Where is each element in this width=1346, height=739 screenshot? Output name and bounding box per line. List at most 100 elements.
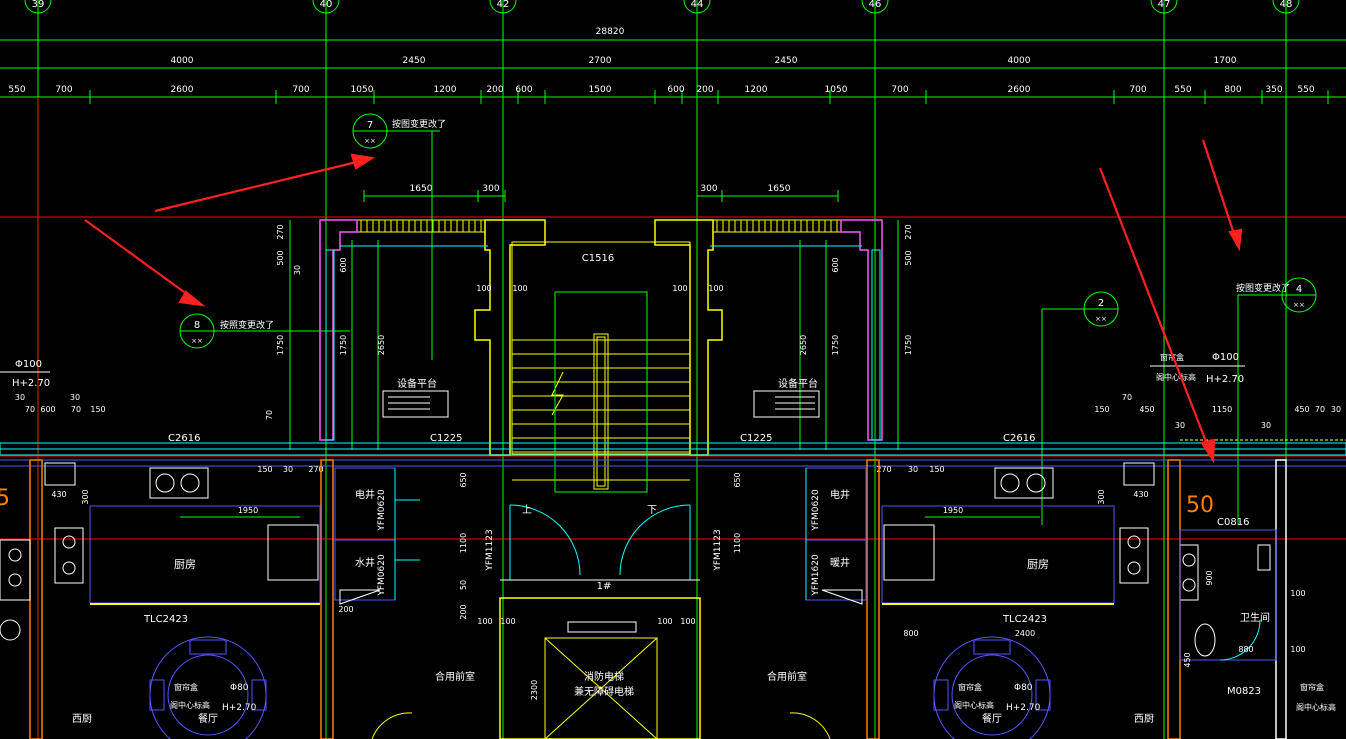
dim-270-r2: 270 [876, 465, 891, 474]
window-c0816: C0816 [1217, 517, 1249, 528]
stair-down-label: 下 [647, 505, 657, 516]
dim-100-c1: 100 [476, 284, 491, 293]
dim-row3-1: 550 [8, 85, 25, 95]
axis-grid [37, 0, 1287, 739]
dim-row3-4: 700 [292, 85, 309, 95]
elevator-label-1: 消防电梯 [584, 670, 624, 683]
stair-outline [554, 291, 648, 493]
corridor-doors: 上 下 1# YFM1123 YFM1123 [485, 504, 723, 592]
dim-row3-11: 200 [696, 85, 713, 95]
dim-row2-6: 1700 [1214, 56, 1237, 66]
lobby-right-label: 合用前室 [767, 670, 807, 683]
callout-8[interactable]: 8 ×× 按照变更改了 [179, 313, 350, 349]
dim-l70b: 70 [71, 405, 81, 414]
kitchen-left: 厨房 1950 TLC2423 [89, 467, 321, 625]
dim-100-r3: 100 [1290, 645, 1305, 654]
dim-l600: 600 [40, 405, 55, 414]
dim-r450: 450 [1139, 405, 1154, 414]
door-yfm-right-2: YFM1620 [811, 554, 821, 597]
dim-650-r: 650 [733, 472, 742, 487]
dining-right-label: 餐厅 [982, 712, 1002, 725]
left-edge-fixtures [0, 462, 84, 641]
dim-l30b: 30 [70, 393, 80, 402]
dim-900: 900 [1205, 570, 1214, 585]
dim-1950-r: 1950 [943, 506, 963, 515]
elevator-label-2: 兼无障碍电梯 [574, 685, 634, 698]
window-c2616-left: C2616 [168, 433, 200, 444]
stair-up-label: 上 [522, 504, 532, 516]
fire-elevator: 消防电梯 兼无障碍电梯 2300 [499, 597, 701, 739]
dim-row3-3: 2600 [171, 85, 194, 95]
window-tlc-left: TLC2423 [143, 614, 188, 625]
dim-row3-15: 2600 [1008, 85, 1031, 95]
door-yfm-left-2: YFM0620 [377, 554, 387, 597]
dim-v-270-r: 270 [904, 224, 913, 239]
dim-row2-3: 2700 [589, 56, 612, 66]
dim-v-2650-r: 2650 [799, 335, 808, 355]
dim-row2-2: 2450 [403, 56, 426, 66]
dim-200-c: 200 [459, 604, 468, 619]
dim-v-270-l: 270 [276, 224, 285, 239]
lamp-center-note-right: 阁中心标高 [1156, 372, 1196, 382]
platform-inner-lines [325, 245, 881, 441]
dim-row3-14: 700 [891, 85, 908, 95]
dim-r30c: 30 [1331, 405, 1341, 414]
callout-4[interactable]: 4 ×× 按图变更改了 [1236, 277, 1317, 525]
window-c1225-left: C1225 [430, 433, 462, 444]
lamp-dr-label: 窗帘盒 [958, 682, 982, 692]
lobby-left-label: 合用前室 [435, 670, 475, 683]
dim-1100-c: 1100 [459, 533, 468, 553]
dim-2400: 2400 [1015, 629, 1035, 638]
door-yfm-center-1: YFM1123 [485, 529, 495, 571]
dim-1100-r: 1100 [733, 533, 742, 553]
bath-label: 卫生间 [1240, 611, 1270, 624]
callout-7-note: 按图变更改了 [392, 118, 446, 130]
annotation-arrows [84, 139, 1243, 464]
callout-7-number: 7 [367, 120, 373, 131]
dim-r30b: 30 [1261, 421, 1271, 430]
west-kitchen-right: 西厨 [1134, 713, 1154, 725]
dim-100-c2: 100 [512, 284, 527, 293]
equip-platform-left-label: 设备平台 [397, 377, 437, 390]
door-yfm-center-2: YFM1123 [713, 529, 723, 571]
stair-number: 1# [597, 581, 612, 592]
dim-upper-right-1: 300 [700, 184, 717, 194]
dim-row3-5: 1050 [351, 85, 374, 95]
dim-upper-right-2: 1650 [768, 184, 791, 194]
window-c1516: C1516 [582, 253, 614, 264]
dim-v-1750-r2: 1750 [904, 335, 913, 355]
elec-well-left: 电井 [355, 488, 375, 501]
dim-100-c3: 100 [672, 284, 687, 293]
callout-7-sub: ×× [364, 137, 376, 145]
dim-row3-17: 550 [1174, 85, 1191, 95]
dim-r70: 70 [1122, 393, 1132, 402]
callout-7[interactable]: 7 ×× 按图变更改了 [352, 113, 446, 360]
axis-label-39: 39 [32, 0, 45, 10]
dim-row3-9: 1500 [589, 85, 612, 95]
callout-2-number: 2 [1098, 298, 1104, 309]
dim-v-600-r: 600 [831, 257, 840, 272]
dim-v-30-l: 30 [293, 265, 302, 275]
dining-elev-r: H+2.70 [1006, 703, 1041, 713]
dim-l150: 150 [90, 405, 105, 414]
callout-2[interactable]: 2 ×× [1041, 291, 1119, 525]
water-well: 水井 [355, 556, 375, 569]
dim-30-r2: 30 [908, 465, 918, 474]
dining-table-right [933, 636, 1051, 739]
wells-right: 电井 暖井 YFM0620 YFM1620 [805, 467, 867, 605]
window-band [0, 439, 1346, 467]
bathroom: 卫生间 880 900 M0823 450 100 100 [1179, 529, 1306, 697]
equipment-platform-left: 设备平台 [382, 377, 449, 418]
callout-8-number: 8 [194, 320, 200, 331]
callout-8-note: 按照变更改了 [220, 319, 274, 331]
wells-left: 电井 水井 YFM0620 YFM0620 [334, 467, 420, 605]
window-tlc-right: TLC2423 [1002, 614, 1047, 625]
axis-label-42: 42 [497, 0, 510, 10]
dim-1950-l: 1950 [238, 506, 258, 515]
dim-150-l: 150 [257, 465, 272, 474]
elec-well-right: 电井 [830, 488, 850, 501]
dim-30-l2: 30 [283, 465, 293, 474]
dim-200-b: 200 [338, 605, 353, 614]
kitchen-right-label: 厨房 [1027, 558, 1049, 571]
